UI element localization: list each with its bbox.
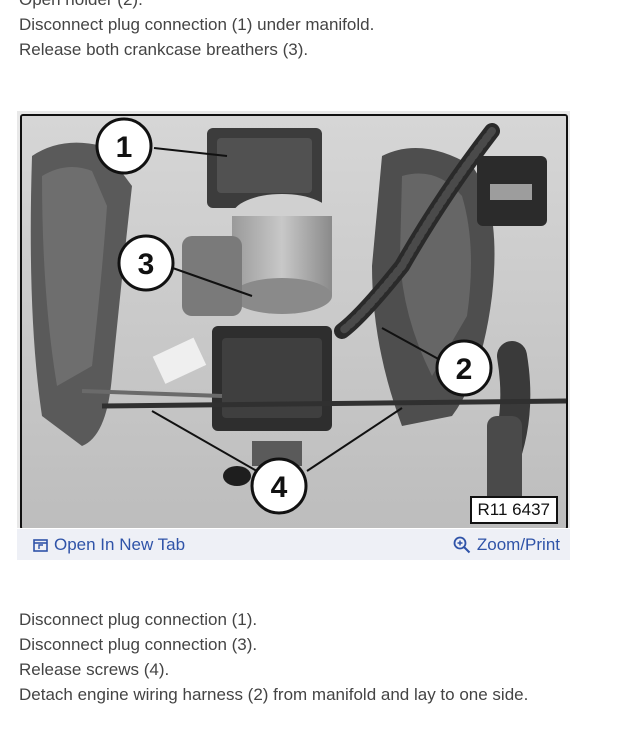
image-reference-label: R11 6437 <box>469 496 558 524</box>
callout-1: 1 <box>95 117 153 175</box>
instruction-step: Open holder (2). <box>19 0 374 12</box>
svg-text:1: 1 <box>116 131 133 164</box>
figure-toolbar: Open In New Tab Zoom/Print <box>17 528 570 560</box>
illustration-figure: 1 3 2 4 R11 6437 <box>17 111 570 560</box>
magnifier-plus-icon <box>453 536 471 554</box>
instruction-step: Disconnect plug connection (1). <box>19 610 258 629</box>
zoom-print-label: Zoom/Print <box>476 535 560 554</box>
instruction-list-bottom: Disconnect plug connection (1). Disconne… <box>19 607 528 707</box>
open-new-tab-icon <box>33 538 48 552</box>
instruction-list-top: Open holder (2). Disconnect plug connect… <box>19 0 374 62</box>
callout-2: 2 <box>435 339 493 397</box>
open-in-new-tab-label: Open In New Tab <box>54 535 186 554</box>
svg-text:2: 2 <box>456 353 473 386</box>
zoom-print-link[interactable]: Zoom/Print <box>453 535 560 555</box>
instruction-step: Detach engine wiring harness (2) from ma… <box>19 685 529 704</box>
engine-photo[interactable]: 1 3 2 4 R11 6437 <box>20 114 568 530</box>
instruction-step: Disconnect plug connection (3). <box>19 635 258 654</box>
svg-text:3: 3 <box>138 248 155 281</box>
instruction-step: Release screws (4). <box>19 660 170 679</box>
callout-3: 3 <box>117 234 175 292</box>
svg-text:4: 4 <box>271 471 288 504</box>
instruction-step: Release both crankcase breathers (3). <box>19 40 309 59</box>
engine-photo-drawing: 1 3 2 4 <box>22 116 566 528</box>
instruction-step: Disconnect plug connection (1) under man… <box>19 15 375 34</box>
callout-4: 4 <box>250 457 308 515</box>
open-in-new-tab-link[interactable]: Open In New Tab <box>33 535 185 555</box>
